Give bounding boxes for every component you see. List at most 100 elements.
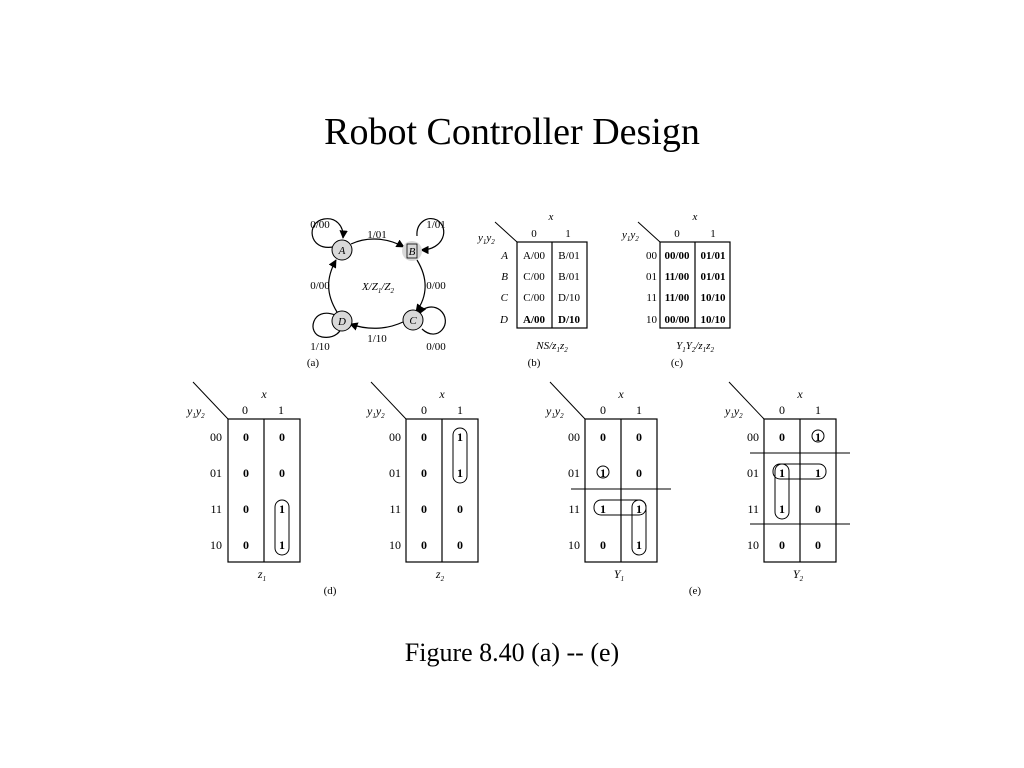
svg-text:x: x — [438, 387, 445, 401]
svg-text:11: 11 — [747, 502, 759, 516]
svg-text:0: 0 — [421, 466, 427, 480]
edge-label-C-to-D: 1/10 — [367, 333, 387, 345]
svg-text:1: 1 — [600, 466, 606, 480]
svg-text:1: 1 — [457, 466, 463, 480]
svg-text:01: 01 — [389, 466, 401, 480]
svg-text:0: 0 — [421, 538, 427, 552]
svg-text:y1y2: y1y2 — [545, 404, 564, 420]
svg-text:1: 1 — [779, 502, 785, 516]
svg-text:00: 00 — [747, 430, 759, 444]
svg-text:01: 01 — [568, 466, 580, 480]
svg-text:0: 0 — [600, 430, 606, 444]
svg-text:0: 0 — [421, 430, 427, 444]
svg-text:1: 1 — [565, 228, 571, 240]
svg-text:01: 01 — [646, 271, 657, 283]
svg-text:1: 1 — [636, 502, 642, 516]
edge-label-B-self: 1/01 — [426, 219, 446, 231]
svg-text:0: 0 — [279, 430, 285, 444]
svg-text:1: 1 — [279, 502, 285, 516]
svg-text:x: x — [548, 211, 554, 223]
state-B-label: B — [409, 246, 416, 258]
svg-text:00: 00 — [389, 430, 401, 444]
svg-text:y1y2: y1y2 — [366, 404, 385, 420]
row-var: y1y2 — [477, 232, 495, 246]
svg-text:0: 0 — [421, 403, 427, 417]
state-A-label: A — [338, 245, 346, 257]
svg-text:1: 1 — [815, 466, 821, 480]
svg-text:B/01: B/01 — [558, 271, 579, 283]
state-table-b: x 0 1 y1y2 A A/00 B/01 B C/00 B/01 C C/0… — [477, 211, 588, 369]
table-b-footer: NS/z1z2 — [535, 340, 568, 354]
svg-text:B/01: B/01 — [558, 250, 579, 262]
svg-text:C: C — [501, 292, 509, 304]
svg-text:D/10: D/10 — [558, 314, 581, 326]
state-A — [331, 239, 353, 261]
svg-text:0: 0 — [243, 466, 249, 480]
edge-label-D-self: 1/10 — [310, 341, 330, 353]
svg-text:D/10: D/10 — [558, 292, 581, 304]
panel-label-a: (a) — [307, 357, 320, 369]
svg-text:11/00: 11/00 — [665, 271, 690, 283]
state-diagram: A B C D 0/00 1/01 1/01 0/00 0/00 1/10 1/… — [307, 218, 446, 369]
svg-text:0: 0 — [457, 502, 463, 516]
svg-text:1: 1 — [636, 403, 642, 417]
svg-text:0: 0 — [674, 228, 680, 240]
svg-text:A/00: A/00 — [523, 250, 546, 262]
svg-text:0: 0 — [815, 502, 821, 516]
svg-text:11: 11 — [389, 502, 401, 516]
svg-text:z1: z1 — [257, 567, 266, 583]
svg-text:z2: z2 — [435, 567, 445, 583]
svg-text:0: 0 — [279, 466, 285, 480]
loop-B — [416, 218, 445, 255]
row-var: y1y2 — [621, 229, 639, 243]
svg-text:10: 10 — [646, 314, 658, 326]
svg-text:0: 0 — [243, 538, 249, 552]
svg-text:x: x — [260, 387, 267, 401]
kmap-z1: x 0 1 y1y2 00 01 11 10 0 0 0 0 0 1 0 1 z… — [186, 381, 301, 583]
svg-text:x: x — [796, 387, 803, 401]
svg-text:0: 0 — [779, 430, 785, 444]
figure-caption: Figure 8.40 (a) -- (e) — [404, 638, 620, 667]
svg-text:0: 0 — [242, 403, 248, 417]
svg-text:1: 1 — [278, 403, 284, 417]
svg-text:0: 0 — [457, 538, 463, 552]
kmap-Y1: x 0 1 y1y2 00 01 11 10 0 0 1 0 1 1 0 1 Y… — [545, 381, 671, 583]
edge-label-C-self: 0/00 — [426, 341, 446, 353]
svg-text:01: 01 — [747, 466, 759, 480]
svg-text:0: 0 — [779, 403, 785, 417]
svg-text:Y1: Y1 — [614, 567, 624, 583]
svg-text:0: 0 — [243, 502, 249, 516]
svg-text:01/01: 01/01 — [700, 250, 725, 262]
svg-text:00: 00 — [568, 430, 580, 444]
svg-text:00/00: 00/00 — [664, 314, 690, 326]
svg-text:x: x — [692, 211, 698, 223]
svg-text:0: 0 — [636, 466, 642, 480]
state-table-c: x 0 1 y1y2 00 00/00 01/01 01 11/00 01/01… — [621, 211, 731, 369]
svg-text:11: 11 — [646, 292, 657, 304]
svg-text:00: 00 — [646, 250, 658, 262]
kmap-z2: x 0 1 y1y2 00 01 11 10 0 1 0 1 0 0 0 0 z… — [366, 381, 479, 583]
svg-text:1: 1 — [636, 538, 642, 552]
svg-text:x: x — [617, 387, 624, 401]
svg-text:1: 1 — [779, 466, 785, 480]
state-D — [331, 310, 353, 332]
svg-text:0: 0 — [531, 228, 537, 240]
svg-text:1: 1 — [815, 403, 821, 417]
svg-text:1: 1 — [600, 502, 606, 516]
edge-label-A-to-B: 1/01 — [367, 229, 387, 241]
svg-text:0: 0 — [779, 538, 785, 552]
svg-text:10: 10 — [568, 538, 580, 552]
edge-label-B-to-C: 0/00 — [426, 280, 446, 292]
svg-text:A: A — [500, 250, 508, 262]
table-c-footer: Y1Y2/z1z2 — [676, 340, 714, 354]
svg-text:B: B — [501, 271, 508, 283]
center-label: X/Z1/Z2 — [361, 281, 395, 295]
state-B-box — [406, 243, 418, 259]
svg-text:11: 11 — [210, 502, 222, 516]
svg-text:10/10: 10/10 — [700, 292, 726, 304]
svg-text:C/00: C/00 — [523, 292, 545, 304]
state-C — [402, 309, 424, 331]
state-D-label: D — [337, 316, 346, 328]
svg-text:D: D — [499, 314, 508, 326]
